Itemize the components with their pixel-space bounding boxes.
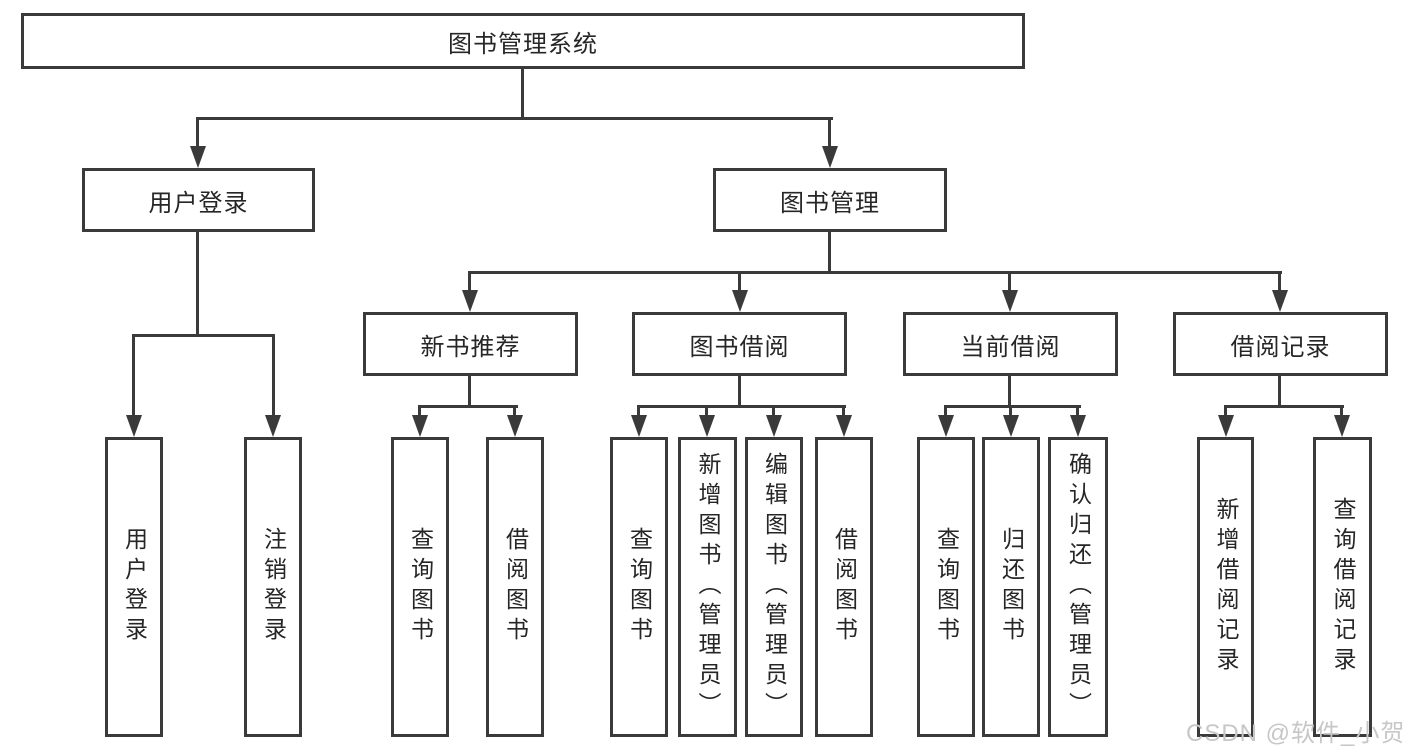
arrowhead — [836, 415, 852, 437]
line-segment — [1278, 376, 1281, 408]
node-current-borrow: 当前借阅 — [903, 312, 1118, 376]
leaf-query-books-1: 查询图书 — [391, 437, 449, 737]
line-segment — [637, 405, 846, 408]
arrowhead — [1334, 415, 1350, 437]
arrowhead — [938, 415, 954, 437]
leaf-borrow-books-1-label: 借阅图书 — [502, 527, 529, 647]
node-borrow-records: 借阅记录 — [1173, 312, 1388, 376]
line-segment — [944, 405, 947, 417]
arrowhead — [507, 415, 523, 437]
leaf-confirm-return-admin-label: 确认归还（管理员） — [1065, 452, 1092, 722]
line-segment — [1224, 405, 1344, 408]
node-user-login: 用户登录 — [82, 168, 315, 232]
arrowhead — [1070, 415, 1086, 437]
leaf-add-book-admin-label: 新增图书（管理员） — [695, 452, 721, 722]
leaf-query-books-3-label: 查询图书 — [933, 527, 960, 647]
node-user-login-label: 用户登录 — [148, 189, 249, 217]
leaf-borrow-books-1: 借阅图书 — [486, 437, 544, 737]
arrowhead — [631, 415, 647, 437]
leaf-borrow-books-2: 借阅图书 — [815, 437, 873, 737]
arrowhead — [126, 415, 142, 437]
leaf-add-book-admin: 新增图书（管理员） — [678, 437, 737, 737]
line-segment — [944, 405, 1081, 408]
arrowhead — [462, 290, 478, 312]
node-book-management: 图书管理 — [713, 168, 947, 232]
arrowhead — [699, 415, 715, 437]
line-segment — [738, 376, 741, 408]
leaf-user-login-label: 用户登录 — [121, 527, 148, 647]
line-segment — [468, 271, 1282, 274]
line-segment — [1340, 405, 1343, 417]
leaf-confirm-return-admin: 确认归还（管理员） — [1048, 437, 1108, 737]
line-segment — [1008, 271, 1011, 293]
arrowhead — [190, 146, 206, 168]
arrowhead — [265, 415, 281, 437]
leaf-query-books-1-label: 查询图书 — [407, 527, 434, 647]
node-root-label: 图书管理系统 — [448, 30, 598, 58]
line-segment — [1009, 405, 1012, 417]
line-segment — [132, 334, 275, 337]
leaf-query-borrow-record-label: 查询借阅记录 — [1330, 497, 1356, 677]
node-book-management-label: 图书管理 — [780, 189, 880, 217]
line-segment — [418, 405, 518, 408]
arrowhead — [412, 415, 428, 437]
leaf-return-books-label: 归还图书 — [998, 527, 1025, 647]
line-segment — [842, 405, 845, 417]
leaf-logout-label: 注销登录 — [260, 527, 287, 647]
line-segment — [468, 271, 471, 293]
arrowhead — [1218, 415, 1234, 437]
arrowhead — [1272, 290, 1288, 312]
leaf-borrow-books-2-label: 借阅图书 — [831, 527, 858, 647]
leaf-logout: 注销登录 — [244, 437, 302, 737]
arrowhead — [1002, 290, 1018, 312]
node-root: 图书管理系统 — [21, 13, 1025, 69]
node-new-book-recommend-label: 新书推荐 — [420, 333, 521, 361]
line-segment — [196, 232, 199, 337]
line-segment — [637, 405, 640, 417]
line-segment — [828, 232, 831, 274]
line-segment — [1008, 376, 1011, 408]
leaf-query-books-2: 查询图书 — [610, 437, 668, 737]
node-book-borrow-label: 图书借阅 — [689, 333, 790, 361]
line-segment — [418, 405, 421, 417]
line-segment — [272, 334, 275, 417]
leaf-query-books-3: 查询图书 — [917, 437, 975, 737]
node-borrow-records-label: 借阅记录 — [1230, 333, 1331, 361]
line-segment — [196, 117, 199, 149]
arrowhead — [1003, 415, 1019, 437]
leaf-add-borrow-record: 新增借阅记录 — [1197, 437, 1254, 737]
line-segment — [468, 376, 471, 408]
line-segment — [513, 405, 516, 417]
line-segment — [705, 405, 708, 417]
leaf-add-borrow-record-label: 新增借阅记录 — [1213, 497, 1239, 677]
leaf-return-books: 归还图书 — [982, 437, 1040, 737]
line-segment — [1224, 405, 1227, 417]
arrowhead — [766, 415, 782, 437]
arrowhead — [822, 146, 838, 168]
leaf-query-books-2-label: 查询图书 — [626, 527, 653, 647]
leaf-edit-book-admin: 编辑图书（管理员） — [745, 437, 803, 737]
node-new-book-recommend: 新书推荐 — [363, 312, 578, 376]
line-segment — [772, 405, 775, 417]
node-current-borrow-label: 当前借阅 — [960, 333, 1061, 361]
arrowhead — [732, 290, 748, 312]
line-segment — [1278, 271, 1281, 293]
line-segment — [1076, 405, 1079, 417]
line-segment — [132, 334, 135, 417]
line-segment — [521, 69, 524, 120]
leaf-query-borrow-record: 查询借阅记录 — [1313, 437, 1372, 737]
line-segment — [197, 117, 833, 120]
csdn-watermark: CSDN @软件_小贺同学 — [1186, 720, 1405, 747]
leaf-user-login: 用户登录 — [105, 437, 163, 737]
line-segment — [738, 271, 741, 293]
leaf-edit-book-admin-label: 编辑图书（管理员） — [761, 452, 788, 722]
node-book-borrow: 图书借阅 — [632, 312, 847, 376]
line-segment — [828, 117, 831, 149]
